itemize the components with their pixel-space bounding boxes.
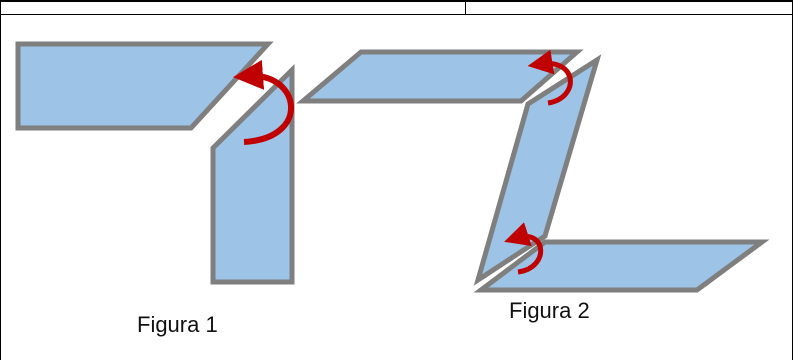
figure-2-caption: Figura 2 — [509, 298, 590, 323]
figure-2-bottom-fold-arrow — [504, 222, 544, 275]
figure-1-caption: Figura 1 — [137, 312, 218, 337]
figure-2-drawing — [296, 49, 770, 293]
figure-1-vertical-strip — [210, 64, 295, 285]
figure-1-horizontal-strip — [15, 41, 274, 131]
table-column-divider — [465, 0, 466, 14]
figure-2-top-fold-arrow — [527, 49, 573, 106]
table-top-border — [0, 0, 793, 2]
figure-2-bottom-strip — [473, 239, 770, 293]
figure-1-drawing — [15, 41, 295, 285]
table-left-border — [0, 0, 1, 360]
figure-2-top-strip — [296, 49, 584, 104]
figure-1-fold-arrow — [233, 59, 294, 145]
table-header-line — [0, 14, 793, 15]
